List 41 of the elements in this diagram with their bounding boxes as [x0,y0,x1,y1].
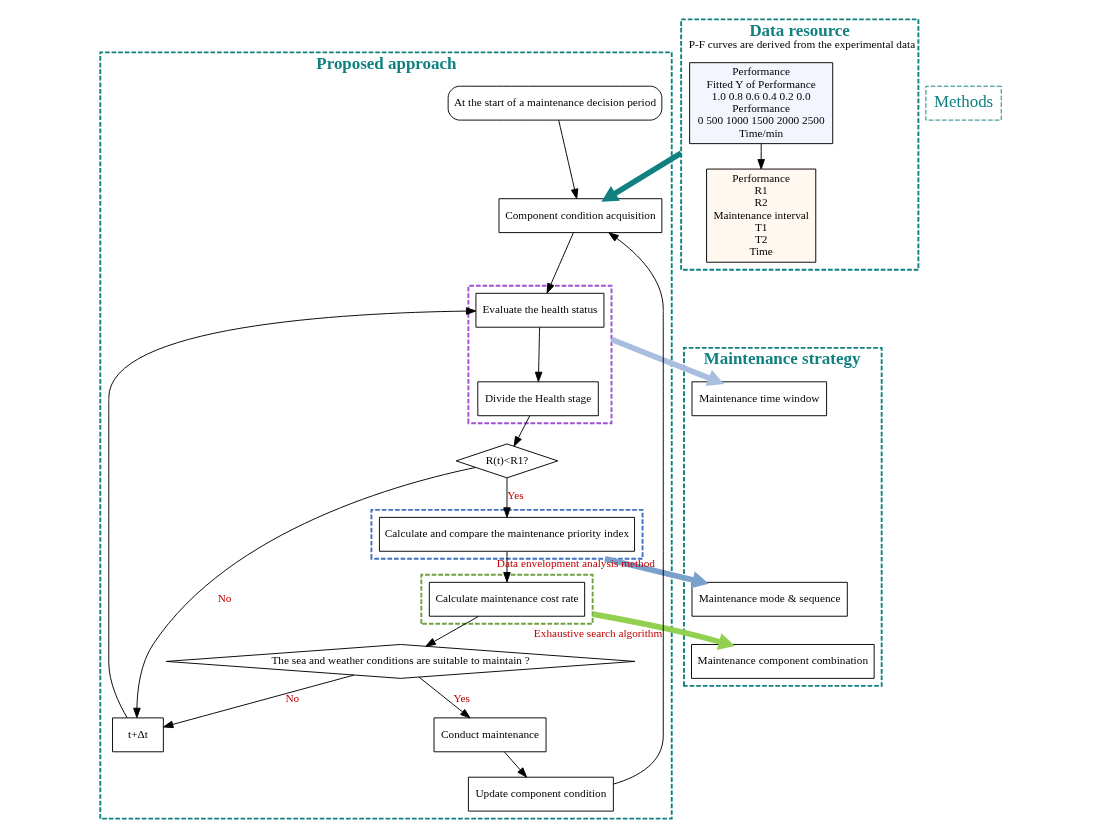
node-box: Component condition acquisition [498,198,663,234]
arrow [425,615,479,647]
node-box: Conduct maintenance [433,717,547,753]
arrow [503,551,511,583]
edge-label: Exhaustive search algorithm [533,626,663,639]
arrow [757,143,765,170]
node-box: Maintenance mode & sequence [691,581,848,617]
edge-label: Yes [453,692,471,705]
node-box: Performance R1 R2 Maintenance interval T1 T2 Time [706,168,817,263]
arrow [108,307,477,719]
node-box: Divide the Health stage [477,381,599,417]
arrow [558,119,579,200]
node-box: At the start of a maintenance decision period [447,85,663,121]
node-box: Maintenance time window [691,381,828,417]
edge-label: No [217,592,232,605]
node-box: Maintenance component combination [691,644,875,679]
edge-label: Data envelopment analysis method [496,557,656,570]
node-box: Evaluate the health status [475,292,605,328]
node-box: Methods [925,85,1002,121]
node-diamond: R(t)<R1? [455,443,559,479]
arrow [534,327,543,383]
arrow [418,676,471,719]
arrow [133,467,477,719]
arrow [610,336,725,386]
arrow [608,232,664,785]
node-diamond: The sea and weather conditions are suitable to maintain ? [165,644,636,679]
arrow [546,232,574,294]
arrow [163,674,355,729]
edge-label: No [285,692,300,705]
node-box: Update component condition [467,776,614,812]
node-box: Performance Fitted Y of Performance 1.0 0.8 0.6 0.4 0.2 0.0 Performance 0 500 1000 1500 2000 2500 Time/min [689,62,834,145]
arrow [513,415,531,447]
arrow [504,751,528,778]
node-box: t+Δt [112,717,164,753]
arrow [604,556,709,589]
arrow [503,477,511,518]
edge-label: Yes [507,489,524,502]
node-box: Calculate maintenance cost rate [428,581,586,617]
arrow [601,150,683,202]
arrow [592,611,735,650]
node-box: Calculate and compare the maintenance priority index [378,516,635,552]
